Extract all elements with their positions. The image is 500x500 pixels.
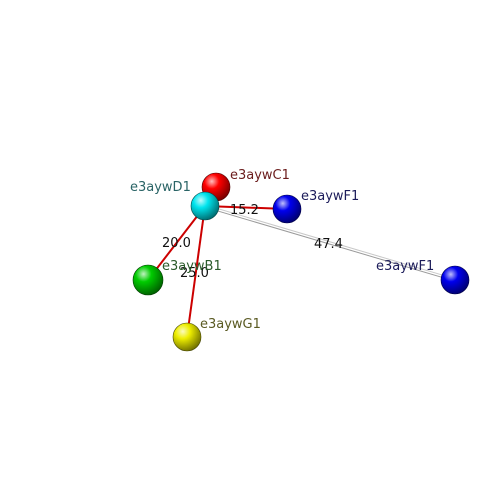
- node-label-F1b: e3aywF1: [376, 259, 434, 274]
- node-sphere-G1[interactable]: [172, 322, 202, 352]
- node-label-B1: e3aywB1: [162, 259, 222, 274]
- edge-line-D1-F1b: [204, 206, 456, 282]
- edge-line-D1-B1: [147, 205, 206, 281]
- node-sphere-F1b[interactable]: [440, 265, 470, 295]
- node-sphere-D1[interactable]: [190, 191, 220, 221]
- distance-labels-layer: 15.2 47.4 20.0 25.0: [162, 203, 343, 281]
- distance-label-D1-F1b: 47.4: [314, 237, 343, 252]
- edge-line-D1-G1: [186, 205, 206, 338]
- node-label-C1: e3aywC1: [230, 168, 290, 183]
- node-label-F1a: e3aywF1: [301, 189, 359, 204]
- node-label-G1: e3aywG1: [200, 317, 261, 332]
- node-sphere-B1[interactable]: [132, 264, 164, 296]
- nodes-layer: e3aywC1 e3aywD1 e3aywF1 e3aywF1 e3aywB1 e3ayw…: [130, 168, 470, 352]
- node-sphere-F1a[interactable]: [272, 194, 302, 224]
- distance-label-D1-B1: 20.0: [162, 236, 191, 251]
- distance-label-D1-F1a: 15.2: [230, 203, 259, 218]
- distance-label-D1-G1: 25.0: [180, 266, 209, 281]
- node-label-D1: e3aywD1: [130, 180, 191, 195]
- edge-line-D1-F1b: [204, 204, 456, 280]
